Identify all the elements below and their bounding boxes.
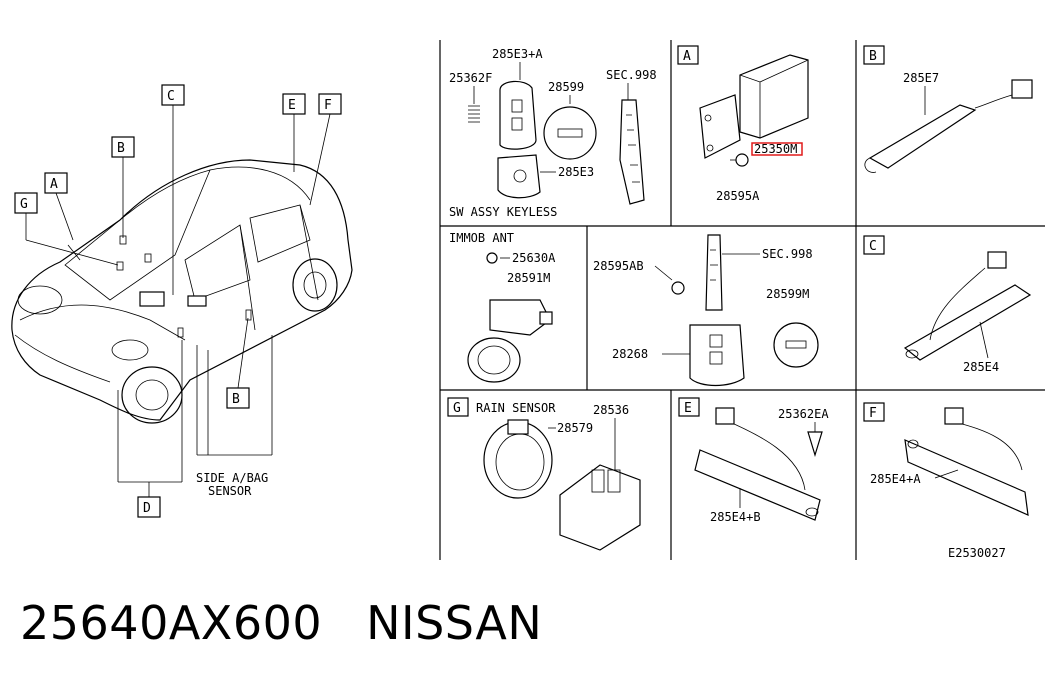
highlight-box	[751, 142, 803, 156]
antenna-f-part	[904, 407, 1029, 516]
svg-text:F: F	[324, 98, 332, 113]
label-28591m: 28591M	[507, 271, 550, 285]
antenna-e-part	[694, 407, 823, 521]
label-285e4: 285E4	[963, 360, 999, 374]
label-285e7: 285E7	[903, 71, 939, 85]
svg-text:A: A	[50, 177, 58, 192]
callout-f[interactable]: F	[309, 93, 342, 206]
car-illustration	[11, 159, 353, 424]
label-25350m: 25350M	[754, 142, 797, 156]
label-28536: 28536	[593, 403, 629, 417]
label-285e3a: 285E3+A	[492, 47, 543, 61]
label-285e3: 285E3	[558, 165, 594, 179]
parts-diagram: A B C E F G B	[11, 40, 1045, 560]
side-airbag-sensor-label: SIDE A/BAG	[196, 471, 268, 485]
svg-text:C: C	[167, 89, 175, 104]
label-25362ea: 25362EA	[778, 407, 829, 421]
label-25630a: 25630A	[512, 251, 556, 265]
spring-part	[468, 105, 480, 123]
callout-g[interactable]: G	[14, 192, 119, 266]
antenna-part	[864, 79, 1033, 173]
side-airbag-sensor-leader	[196, 335, 273, 456]
panel-g-title: RAIN SENSOR	[476, 401, 556, 415]
screw-part	[730, 153, 749, 167]
svg-text:C: C	[869, 239, 877, 254]
svg-text:B: B	[117, 141, 125, 156]
svg-text:A: A	[683, 49, 691, 64]
panel-keyless-title: SW ASSY KEYLESS	[449, 205, 557, 219]
svg-text:E: E	[684, 401, 692, 416]
callout-b-upper[interactable]: B	[111, 136, 135, 238]
label-28579: 28579	[557, 421, 593, 435]
car-callouts: A B C E F G B	[14, 84, 342, 518]
keyless-fob-part	[497, 80, 541, 199]
immob-antenna-part	[467, 252, 553, 383]
svg-text:G: G	[453, 401, 461, 416]
label-28599m: 28599M	[766, 287, 809, 301]
panel-g: G RAIN SENSOR 28536 28579	[447, 397, 641, 551]
panel-immob-title: IMMOB ANT	[449, 231, 514, 245]
svg-text:B: B	[869, 49, 877, 64]
brand-name: NISSAN	[366, 596, 543, 650]
part-number: 25640AX600	[20, 596, 323, 650]
label-25362f: 25362F	[449, 71, 492, 85]
battery-part	[543, 106, 597, 160]
panel-c: C 285E4	[863, 235, 1032, 374]
label-28599: 28599	[548, 80, 584, 94]
panel-e: E 25362EA 285E4+B	[678, 397, 829, 524]
panel-b: B 285E7	[863, 45, 1033, 173]
svg-text:F: F	[869, 406, 877, 421]
label-sec998: SEC.998	[606, 68, 657, 82]
panel-f: F 285E4+A	[863, 402, 1029, 516]
svg-text:B: B	[232, 392, 240, 407]
label-28595ab: 28595AB	[593, 259, 644, 273]
module-part	[699, 54, 809, 159]
key-part	[671, 234, 745, 387]
svg-text:E: E	[288, 98, 296, 113]
label-28268: 28268	[612, 347, 648, 361]
panel-key: 28595AB SEC.998 28599M 28268	[593, 234, 819, 387]
label-285e4b: 285E4+B	[710, 510, 761, 524]
callout-b-lower[interactable]: B	[226, 317, 250, 409]
callout-a[interactable]: A	[44, 172, 74, 241]
callout-e[interactable]: E	[282, 93, 306, 172]
diagram-code: E2530027	[948, 546, 1006, 560]
callout-c[interactable]: C	[161, 84, 185, 295]
panel-grid	[439, 40, 1045, 560]
label-285e4a: 285E4+A	[870, 472, 921, 486]
part-caption: 25640AX600 NISSAN	[20, 596, 586, 650]
side-airbag-sensor-label-2: SENSOR	[208, 484, 252, 498]
key-blade-part	[619, 99, 645, 205]
svg-text:G: G	[20, 197, 28, 212]
panel-keyless: 285E3+A 25362F 28599 SEC.998 285E3	[449, 47, 657, 219]
label-28595a: 28595A	[716, 189, 760, 203]
key-battery-part	[773, 322, 819, 368]
svg-text:D: D	[143, 501, 151, 516]
callout-d[interactable]: D	[117, 340, 183, 518]
panel-a: A 25350M 28595A	[677, 45, 809, 203]
label-sec998-key: SEC.998	[762, 247, 813, 261]
antenna-c-part	[903, 251, 1032, 361]
panel-immob: IMMOB ANT 25630A 28591M	[449, 231, 556, 383]
rain-sensor-part	[483, 419, 641, 551]
